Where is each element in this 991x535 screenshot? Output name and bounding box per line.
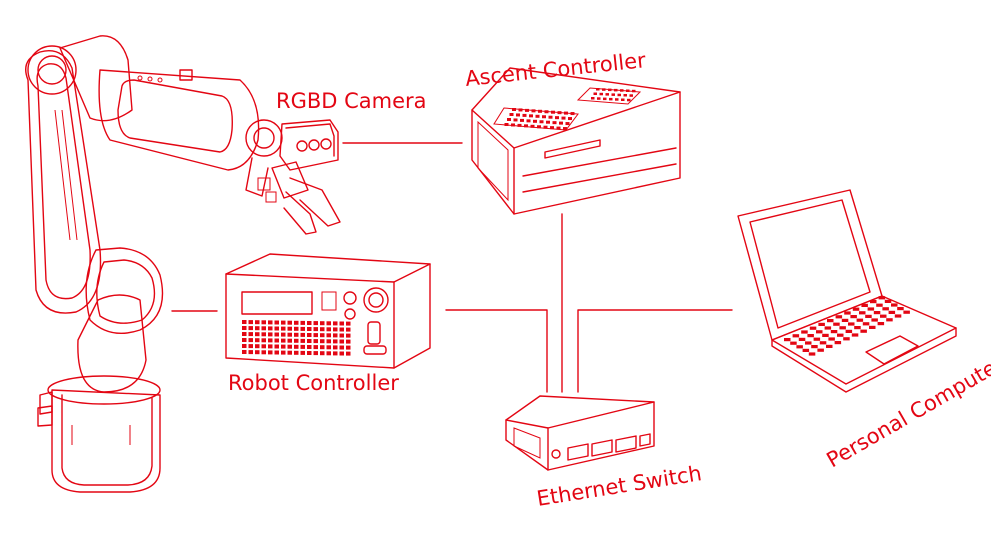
laptop-icon	[737, 189, 957, 393]
ascent-controller-label: Ascent Controller	[464, 48, 647, 91]
ascent-vent-grid	[504, 88, 636, 131]
robot-controller-vent-grid	[242, 320, 351, 356]
laptop-keyboard	[784, 296, 910, 356]
edge-computer-to-switch	[577, 309, 733, 393]
edge-robot-controller-to-switch	[445, 309, 548, 393]
camera-gripper-icon	[257, 119, 341, 235]
robot-controller-label: Robot Controller	[228, 371, 399, 395]
robot-controller-icon	[225, 253, 431, 369]
ethernet-switch-icon	[505, 395, 655, 471]
connection-lines	[171, 142, 733, 393]
controller-box-icon	[471, 67, 681, 215]
robot-arm-icon	[25, 35, 283, 493]
rgbd-camera-label: RGBD Camera	[276, 89, 427, 113]
personal-computer-label: Personal Computer	[823, 351, 991, 472]
ethernet-switch-label: Ethernet Switch	[535, 461, 703, 511]
